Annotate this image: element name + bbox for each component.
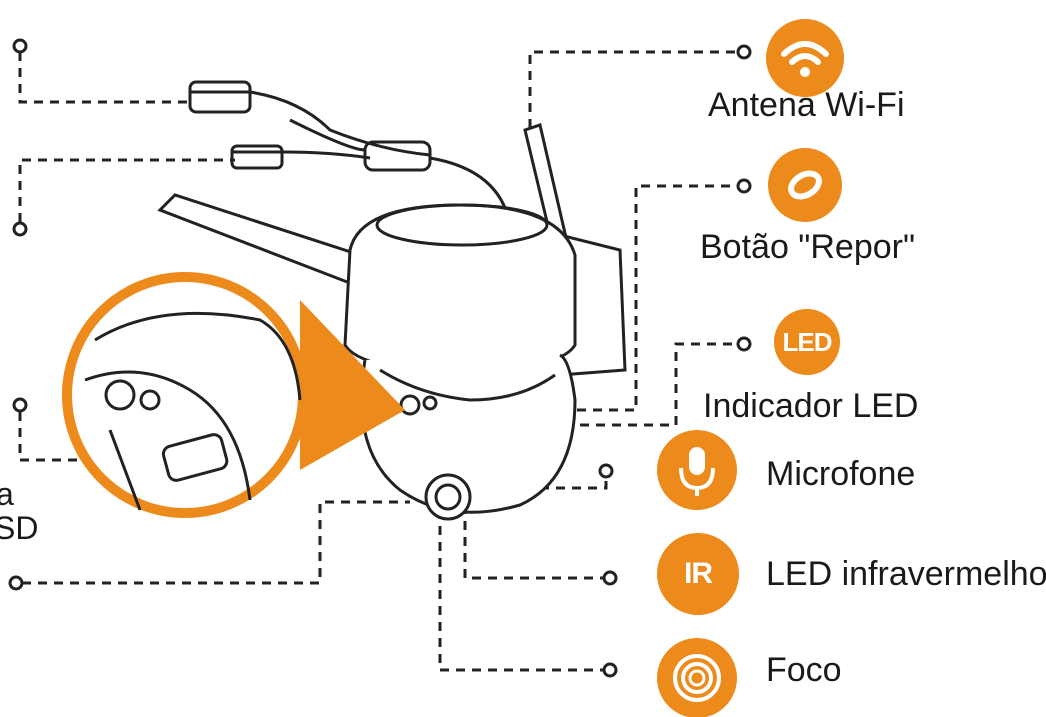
microphone-icon (657, 430, 737, 510)
zoom-callout (62, 272, 405, 518)
leader-endpoints (8, 38, 752, 678)
label-wifi-antenna: Antena Wi-Fi (708, 86, 905, 124)
ir-badge-text: IR (684, 557, 713, 590)
wifi-icon (766, 19, 844, 97)
camera-lens (424, 473, 472, 521)
ir-badge: IR (657, 533, 739, 615)
label-microphone: Microfone (766, 455, 916, 493)
camera-ball (360, 353, 577, 514)
label-reset-button: Botão "Repor" (700, 228, 916, 266)
reset-icon (768, 148, 842, 222)
left-antenna (157, 193, 362, 288)
led-badge: LED (774, 309, 840, 375)
cut-label-line2: SD (0, 510, 39, 546)
focus-icon (657, 638, 737, 717)
led-badge-text: LED (782, 326, 833, 357)
label-ir-led: LED infravermelho (766, 555, 1046, 593)
label-focus: Foco (766, 651, 842, 689)
label-led-indicator: Indicador LED (703, 387, 919, 425)
cut-label-line1: a (0, 476, 14, 512)
